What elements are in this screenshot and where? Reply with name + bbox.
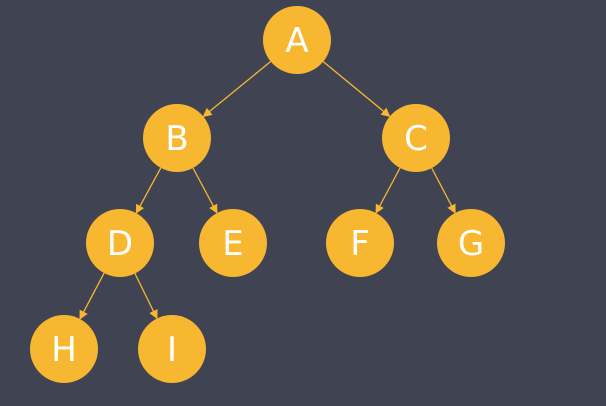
edges-layer [79, 61, 456, 320]
node-a: A [263, 6, 331, 74]
edge-a-b [202, 61, 272, 118]
node-circle [143, 104, 211, 172]
node-f: F [326, 209, 394, 277]
node-circle [86, 209, 154, 277]
edge-a-c [322, 61, 391, 117]
node-circle [199, 209, 267, 277]
nodes-layer: A B C D E F G H I [30, 6, 505, 383]
edge-b-d [135, 167, 162, 214]
node-label: C [404, 119, 428, 159]
node-h: H [30, 315, 98, 383]
node-circle [138, 315, 206, 383]
edge-c-g [431, 167, 456, 214]
node-circle [326, 209, 394, 277]
edge-c-f [375, 167, 401, 214]
edge-b-e [192, 167, 218, 214]
node-b: B [143, 104, 211, 172]
edge-d-h [79, 272, 105, 320]
node-label: E [222, 224, 243, 264]
node-e: E [199, 209, 267, 277]
node-label: F [350, 224, 370, 264]
node-label: H [51, 330, 77, 370]
node-label: A [285, 21, 308, 61]
node-circle [30, 315, 98, 383]
node-i: I [138, 315, 206, 383]
node-d: D [86, 209, 154, 277]
node-circle [263, 6, 331, 74]
node-label: D [107, 224, 133, 264]
node-c: C [382, 104, 450, 172]
edge-d-i [134, 273, 158, 320]
node-label: B [165, 119, 188, 159]
node-circle [382, 104, 450, 172]
node-g: G [437, 209, 505, 277]
node-label: I [167, 330, 177, 370]
node-label: G [458, 224, 484, 264]
node-circle [437, 209, 505, 277]
